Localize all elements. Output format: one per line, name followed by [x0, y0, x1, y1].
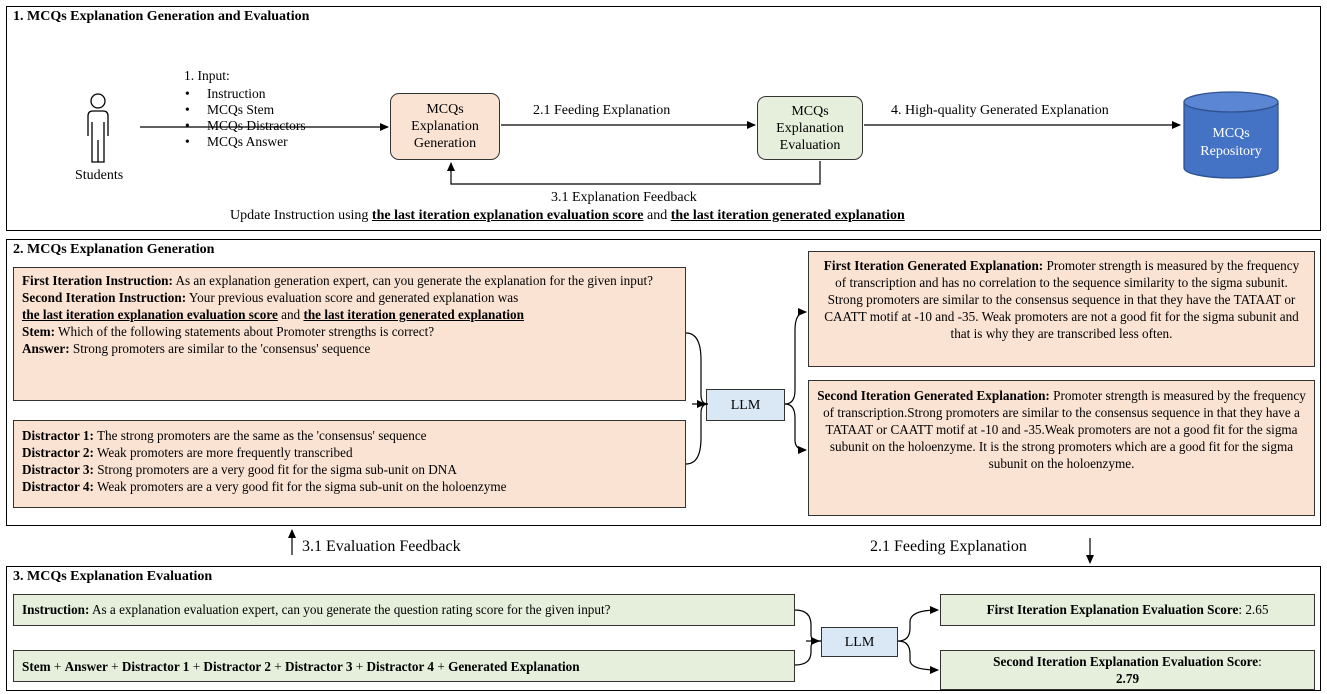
- plus-sign: +: [352, 659, 367, 674]
- input-item: MCQs Answer: [185, 134, 306, 150]
- distractor-item: Distractor 2: Weak promoters are more fr…: [22, 445, 353, 460]
- input-item: Instruction: [185, 86, 306, 102]
- input-part: Distractor 4: [366, 659, 435, 674]
- explanation-feedback-label: 3.1 Explanation Feedback: [551, 190, 697, 205]
- input-part: Stem: [22, 659, 51, 674]
- llm-generation-box: LLM: [706, 389, 785, 421]
- section-generation: 2. MCQs Explanation Generation: [6, 239, 1321, 526]
- distractor-item: Distractor 4: Weak promoters are a very …: [22, 479, 507, 494]
- input-part: Distractor 3: [284, 659, 353, 674]
- section1-arrows: [140, 121, 1181, 185]
- second-explanation-box: Second Iteration Generated Explanation: …: [808, 380, 1315, 516]
- student-icon: [87, 93, 109, 163]
- explanation-generation-box: MCQs Explanation Generation: [390, 93, 500, 160]
- distractor-item: Distractor 1: The strong promoters are t…: [22, 428, 427, 443]
- repository-label: MCQs Repository: [1200, 126, 1262, 159]
- distractor-item: Distractor 3: Strong promoters are a ver…: [22, 462, 457, 477]
- plus-sign: +: [189, 659, 204, 674]
- second-score-box: Second Iteration Explanation Evaluation …: [940, 650, 1315, 690]
- plus-sign: +: [107, 659, 122, 674]
- plus-sign: +: [270, 659, 285, 674]
- input-title: 1. Input:: [184, 68, 230, 83]
- repository-icon: [1183, 91, 1279, 179]
- section-evaluation: 3. MCQs Explanation Evaluation: [6, 566, 1321, 691]
- section-title: 3. MCQs Explanation Evaluation: [13, 569, 213, 584]
- first-score-box: First Iteration Explanation Evaluation S…: [940, 594, 1315, 626]
- input-part: Distractor 2: [203, 659, 271, 674]
- input-item: MCQs Distractors: [185, 118, 306, 134]
- section-title: 2. MCQs Explanation Generation: [13, 242, 215, 257]
- eval-instruction-box: Instruction: As a explanation evaluation…: [13, 594, 795, 626]
- plus-sign: +: [50, 659, 65, 674]
- eval-inputs-box: Stem + Answer + Distractor 1 + Distracto…: [13, 650, 795, 682]
- feeding-explanation-label: 2.1 Feeding Explanation: [533, 103, 671, 118]
- section-overview: 1. MCQs Explanation Generation and Evalu…: [6, 6, 1321, 231]
- section-title: 1. MCQs Explanation Generation and Evalu…: [13, 9, 310, 24]
- update-instruction-text: Update Instruction using the last iterat…: [230, 208, 905, 223]
- input-part: Generated Explanation: [448, 659, 580, 674]
- high-quality-label: 4. High-quality Generated Explanation: [891, 103, 1109, 118]
- evaluation-feedback-label: 3.1 Evaluation Feedback: [302, 538, 461, 555]
- llm-evaluation-box: LLM: [821, 627, 898, 657]
- feeding-explanation-between-label: 2.1 Feeding Explanation: [870, 538, 1027, 555]
- plus-sign: +: [434, 659, 449, 674]
- input-part: Answer: [64, 659, 108, 674]
- instruction-box: First Iteration Instruction: As an expla…: [13, 267, 686, 401]
- first-explanation-box: First Iteration Generated Explanation: P…: [808, 251, 1315, 367]
- explanation-evaluation-box: MCQs Explanation Evaluation: [757, 96, 863, 160]
- input-item: MCQs Stem: [185, 102, 306, 118]
- distractors-box: Distractor 1: The strong promoters are t…: [13, 420, 686, 508]
- input-list: Instruction MCQs Stem MCQs Distractors M…: [185, 86, 306, 150]
- students-label: Students: [75, 168, 124, 183]
- input-part: Distractor 1: [121, 659, 190, 674]
